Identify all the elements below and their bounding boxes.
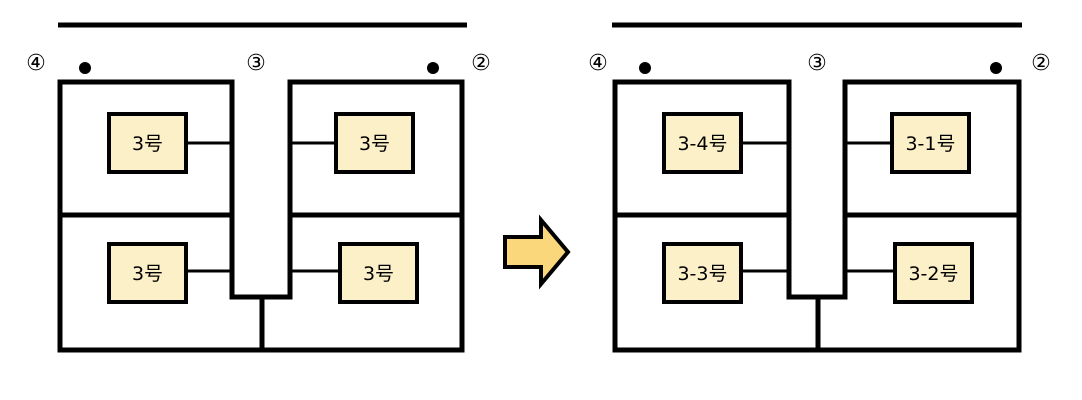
lot-outline xyxy=(57,79,465,353)
svg-text:3号: 3号 xyxy=(132,263,163,285)
marker-left: ④ xyxy=(26,51,46,76)
before-panel: ④ ③ ② 3号 3号 3号 3号 xyxy=(26,22,491,353)
right-arrow-icon xyxy=(503,214,571,290)
label-box-bottom-right: 3号 xyxy=(338,242,419,304)
marker-left: ④ xyxy=(588,51,608,76)
lot-outline xyxy=(612,79,1022,353)
label-box-bottom-left: 3-3号 xyxy=(662,242,743,304)
after-panel: ④ ③ ② 3-4号 3-1号 3-3号 3-2号 xyxy=(588,22,1051,353)
svg-text:3-2号: 3-2号 xyxy=(908,263,958,285)
svg-text:3-1号: 3-1号 xyxy=(905,133,955,155)
marker-center: ③ xyxy=(807,51,827,76)
label-box-top-right: 3号 xyxy=(334,112,415,174)
marker-dot-right xyxy=(990,62,1002,74)
label-box-bottom-right: 3-2号 xyxy=(893,242,974,304)
label-box-top-left: 3号 xyxy=(107,112,188,174)
svg-text:3号: 3号 xyxy=(359,133,390,155)
marker-right: ② xyxy=(1031,51,1051,76)
marker-dot-left xyxy=(639,62,651,74)
marker-dot-right xyxy=(427,62,439,74)
svg-text:3号: 3号 xyxy=(132,133,163,155)
label-box-top-right: 3-1号 xyxy=(890,112,971,174)
marker-right: ② xyxy=(471,51,491,76)
marker-center: ③ xyxy=(246,51,266,76)
svg-text:3-4号: 3-4号 xyxy=(677,133,727,155)
label-box-top-left: 3-4号 xyxy=(662,112,743,174)
marker-dot-left xyxy=(79,62,91,74)
svg-text:3-3号: 3-3号 xyxy=(677,263,727,285)
label-box-bottom-left: 3号 xyxy=(107,242,188,304)
svg-text:3号: 3号 xyxy=(363,263,394,285)
